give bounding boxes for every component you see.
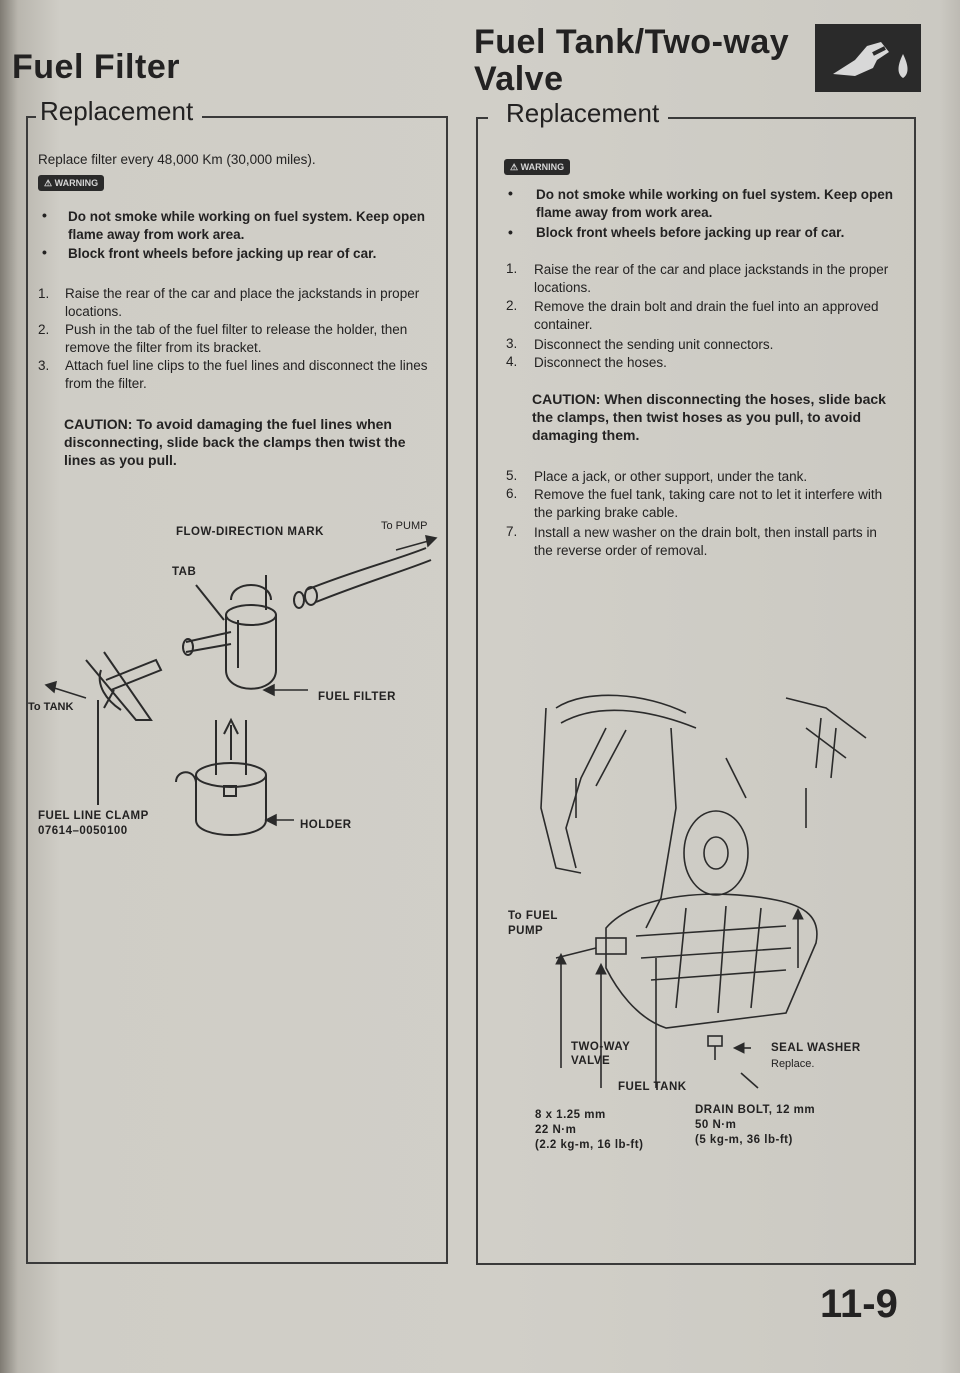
fuel-system-logo-icon [815, 24, 921, 92]
left-caution: CAUTION: To avoid damaging the fuel line… [64, 416, 406, 468]
fuel-tank-diagram [540, 694, 867, 1089]
right-step-1: Raise the rear of the car and place jack… [534, 262, 889, 295]
label-flow-direction-mark: FLOW-DIRECTION MARK [176, 526, 324, 538]
right-step-2: Remove the drain bolt and drain the fuel… [534, 299, 879, 332]
title-line-2: Valve [474, 60, 564, 98]
label-to-tank: To TANK [28, 701, 74, 713]
section-title-fuel-tank: Fuel Tank/Two-way Valve [474, 24, 789, 98]
label-tab: TAB [172, 566, 197, 578]
right-warning-2: Block front wheels before jacking up rea… [536, 225, 845, 240]
step-number: 1. [506, 261, 518, 276]
label-holder: HOLDER [300, 819, 352, 831]
right-step-3: Disconnect the sending unit connectors. [534, 337, 774, 352]
left-warning-1: Do not smoke while working on fuel syste… [68, 209, 426, 242]
label-bolt-kgm: (2.2 kg-m, 16 lb-ft) [535, 1139, 644, 1151]
step-number: 5. [506, 468, 518, 483]
right-frame-rule-a [476, 117, 488, 119]
right-replacement-heading: Replacement [506, 98, 660, 128]
label-two-way: TWO-WAY [571, 1041, 631, 1053]
left-step-3: Attach fuel line clips to the fuel lines… [65, 358, 428, 391]
step-number: 3. [506, 336, 518, 351]
left-step-2: Push in the tab of the fuel filter to re… [65, 322, 408, 355]
warning-label: WARNING [520, 162, 565, 172]
page-number: 11-9 [820, 1282, 898, 1326]
fuel-nozzle-icon [833, 42, 908, 78]
label-clamp-part-number: 07614–0050100 [38, 825, 128, 837]
label-bolt-size: 8 x 1.25 mm [535, 1109, 606, 1121]
label-pump: PUMP [508, 925, 544, 937]
left-section-frame [26, 116, 448, 1264]
label-seal-washer: SEAL WASHER [771, 1042, 861, 1054]
label-drain-bolt: DRAIN BOLT, 12 mm [695, 1104, 816, 1116]
label-to-fuel: To FUEL [508, 910, 558, 922]
right-step-6: Remove the fuel tank, taking care not to… [534, 487, 883, 520]
label-fuel-filter: FUEL FILTER [318, 691, 396, 703]
right-frame-rule-b [668, 117, 914, 119]
label-valve: VALVE [571, 1055, 611, 1067]
section-title-fuel-filter: Fuel Filter [12, 48, 180, 86]
right-warning-1: Do not smoke while working on fuel syste… [536, 187, 894, 220]
left-warning-badge: ⚠ WARNING [38, 175, 105, 191]
step-number: 2. [38, 322, 50, 337]
label-replace: Replace. [771, 1058, 815, 1070]
right-step-7: Install a new washer on the drain bolt, … [534, 525, 877, 558]
step-number: 7. [506, 524, 518, 539]
left-warning-2: Block front wheels before jacking up rea… [68, 246, 377, 261]
right-caution: CAUTION: When disconnecting the hoses, s… [532, 391, 886, 443]
replace-interval-text: Replace filter every 48,000 Km (30,000 m… [38, 152, 316, 167]
label-to-pump: To PUMP [381, 520, 428, 532]
label-fuel-line-clamp: FUEL LINE CLAMP [38, 810, 149, 822]
step-number: 2. [506, 298, 518, 313]
fuel-filter-diagram [44, 535, 438, 836]
left-replacement-heading: Replacement [40, 96, 194, 126]
label-drain-torque-kgm: (5 kg-m, 36 lb-ft) [695, 1134, 793, 1146]
label-drain-torque-nm: 50 N·m [695, 1119, 737, 1131]
step-number: 3. [38, 358, 50, 373]
left-frame-rule-b [202, 116, 446, 118]
title-line-1: Fuel Tank/Two-way [474, 23, 790, 61]
left-step-1: Raise the rear of the car and place the … [65, 286, 420, 319]
right-step-4: Disconnect the hoses. [534, 355, 667, 370]
bullet-dot: • [42, 244, 47, 260]
right-warning-badge: ⚠ WARNING [504, 159, 571, 175]
label-fuel-tank: FUEL TANK [618, 1081, 687, 1093]
right-step-5: Place a jack, or other support, under th… [534, 469, 808, 484]
label-bolt-nm: 22 N·m [535, 1124, 577, 1136]
left-frame-rule-a [26, 116, 36, 118]
bullet-dot: • [42, 207, 47, 223]
step-number: 1. [38, 286, 50, 301]
warning-label: WARNING [54, 178, 99, 188]
step-number: 4. [506, 354, 518, 369]
right-section-frame [476, 117, 916, 1265]
step-number: 6. [506, 486, 518, 501]
bullet-dot: • [508, 185, 513, 201]
bullet-dot: • [508, 224, 513, 240]
